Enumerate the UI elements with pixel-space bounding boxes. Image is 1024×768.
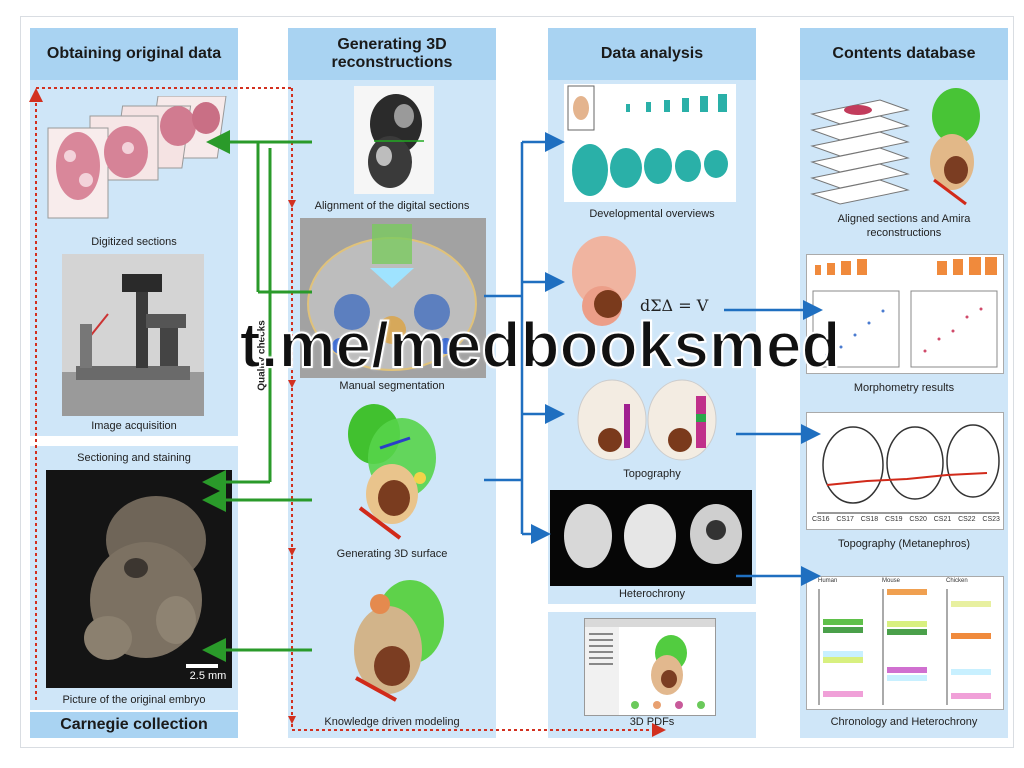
header-analysis: Data analysis: [548, 28, 756, 80]
label-chronology: Chronology and Heterochrony: [830, 716, 978, 728]
header-contents: Contents database: [800, 28, 1008, 80]
axis-tick: CS16: [812, 516, 830, 523]
morphometry-chart-image: [806, 254, 1004, 374]
axis-tick: CS18: [860, 516, 879, 523]
3d-surface-model: [340, 398, 450, 544]
label-morphometry: Morphometry results: [853, 382, 955, 394]
chronology-col-chicken: Chicken: [946, 578, 968, 584]
volumetry-embryo: [564, 232, 644, 332]
developmental-overviews-image: [564, 84, 736, 202]
label-manual-segmentation: Manual segmentation: [339, 380, 445, 392]
aligned-sections-text: Aligned sections and Amira reconstructio…: [837, 213, 971, 239]
axis-tick: CS23: [982, 516, 1000, 523]
label-generating-surface: Generating 3D surface: [336, 548, 448, 560]
label-developmental-overviews: Developmental overviews: [589, 208, 715, 220]
label-topography: Topography: [623, 468, 681, 480]
axis-tick: CS17: [836, 516, 854, 523]
aligned-sections-stack: [806, 88, 1002, 208]
carnegie-collection-banner: Carnegie collection: [30, 712, 238, 738]
alignment-image: [354, 86, 434, 194]
original-embryo-photo: [46, 470, 232, 688]
chronology-col-human: Human: [818, 578, 838, 584]
label-alignment: Alignment of the digital sections: [314, 200, 470, 212]
topography-metanephros-image: [806, 412, 1004, 530]
axis-tick: CS20: [909, 516, 927, 523]
chronology-headers: Human Mouse Chicken: [812, 578, 1002, 588]
image-acquisition-photo: [62, 254, 204, 416]
label-digitized-sections: Digitized sections: [91, 236, 177, 248]
knowledge-model: [340, 574, 450, 708]
label-knowledge-modeling: Knowledge driven modeling: [324, 716, 460, 728]
axis-tick: CS21: [933, 516, 952, 523]
header-obtaining: Obtaining original data: [30, 28, 238, 80]
axis-tick: CS19: [885, 516, 903, 523]
topography-axis: CS16 CS17 CS18 CS19 CS20 CS21 CS22 CS23: [812, 516, 1000, 528]
header-generating: Generating 3D reconstructions: [288, 28, 496, 80]
label-aligned-sections: Aligned sections and Amira reconstructio…: [800, 212, 1008, 240]
topography-embryos: [572, 374, 722, 466]
3d-pdf-screenshot: [584, 618, 716, 716]
formula-text: dΣΔ = V: [640, 296, 709, 315]
label-heterochrony: Heterochrony: [618, 588, 686, 600]
label-image-acquisition: Image acquisition: [91, 420, 177, 432]
manual-segmentation-image: [300, 218, 486, 378]
label-sectioning-staining: Sectioning and staining: [77, 452, 191, 464]
heterochrony-image: [550, 490, 752, 586]
chronology-chart-image: [806, 576, 1004, 710]
chronology-col-mouse: Mouse: [882, 578, 901, 584]
label-picture-embryo: Picture of the original embryo: [62, 694, 206, 706]
scale-bar-label: 2.5 mm: [189, 670, 227, 682]
label-topography-metanephros: Topography (Metanephros): [837, 538, 971, 550]
watermark-text: t.me/medbooksmed: [238, 308, 841, 382]
axis-tick: CS22: [958, 516, 976, 523]
